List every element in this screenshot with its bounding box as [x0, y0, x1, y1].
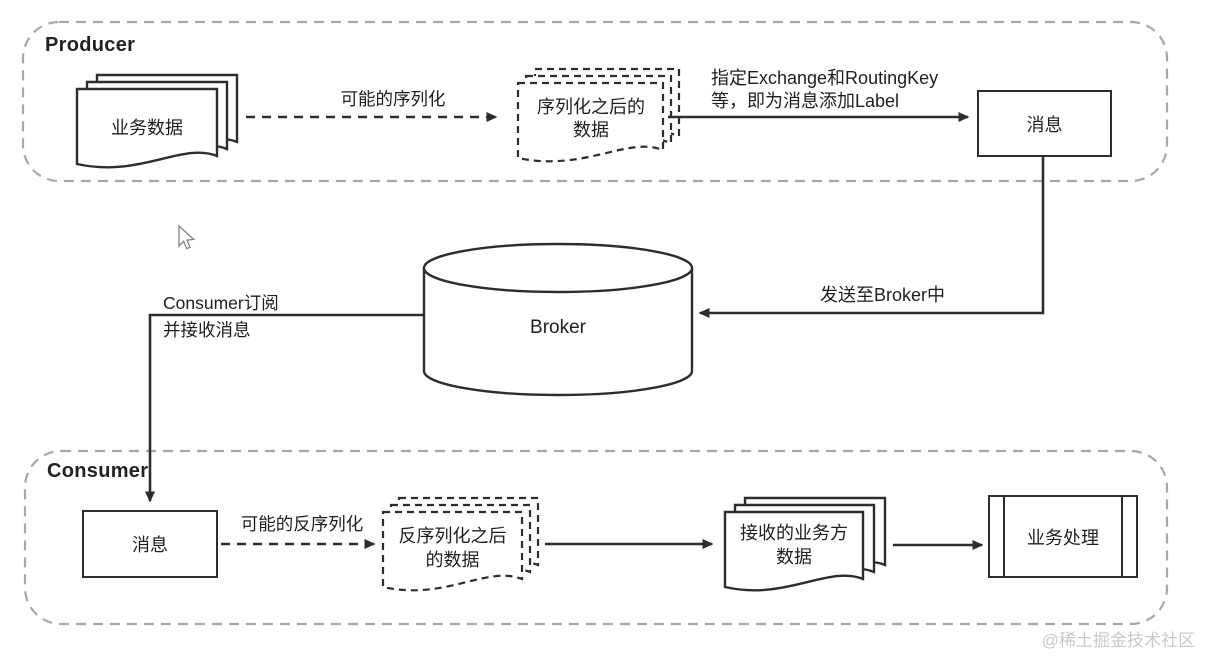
producer-container — [21, 20, 1169, 183]
business-data-label: 业务数据 — [111, 118, 183, 138]
cylinder-top — [422, 242, 694, 294]
business-process-box-label: 业务处理 — [1027, 527, 1099, 548]
deserialized-data-label: 反序列化之后 的数据 — [383, 524, 522, 572]
exchange-routingkey-label: 指定Exchange和RoutingKey 等，即为消息添加Label — [711, 67, 938, 113]
connector-message-to-broker-arrow — [698, 157, 1045, 318]
serialized-data-label: 序列化之后的 数据 — [518, 96, 664, 142]
serialized-data-label-line1: 序列化之后的 — [537, 97, 645, 117]
producer-message-box: 消息 — [977, 90, 1112, 157]
mouse-cursor-icon — [178, 224, 196, 250]
exchange-routingkey-label-line2: 等，即为消息添加Label — [711, 91, 900, 111]
deserialize-arrow-label: 可能的反序列化 — [240, 514, 364, 534]
serialize-arrow-label: 可能的序列化 — [340, 89, 446, 109]
producer-section-title: Producer — [45, 34, 136, 56]
consumer-subscribe-label: Consumer订阅 并接收消息 — [163, 290, 279, 344]
business-data-doc-stack — [75, 73, 239, 169]
cylinder-body — [422, 268, 694, 397]
send-to-broker-label: 发送至Broker中 — [819, 285, 945, 305]
deserialized-data-label-line2: 的数据 — [425, 550, 480, 570]
process-box-right-bar — [1120, 497, 1123, 576]
broker-label: Broker — [530, 317, 586, 338]
deserialized-data-label-line1: 反序列化之后 — [398, 526, 507, 546]
process-box-left-bar — [1003, 497, 1006, 576]
consumer-section-title: Consumer — [47, 460, 149, 482]
consumer-subscribe-label-line2: 并接收消息 — [163, 320, 251, 340]
deserialized-data-doc-stack — [381, 496, 540, 592]
serialized-data-doc-stack — [516, 67, 681, 163]
watermark-text: @稀土掘金技术社区 — [1041, 631, 1195, 650]
doc-sheet-front — [75, 87, 219, 169]
consumer-message-box-label: 消息 — [132, 535, 168, 555]
received-data-label-line1: 接收的业务方 — [740, 523, 848, 543]
connector-broker-to-consumer-arrow — [145, 313, 424, 503]
received-data-label: 接收的业务方 数据 — [725, 521, 863, 569]
doc-sheet-front — [381, 510, 524, 592]
broker-cylinder — [422, 242, 694, 397]
consumer-subscribe-label-line1: Consumer订阅 — [163, 293, 279, 313]
doc-sheet-front — [723, 510, 865, 592]
received-data-doc-stack — [723, 496, 887, 592]
doc-sheet-front — [516, 81, 665, 163]
consumer-message-box: 消息 — [82, 510, 218, 578]
exchange-routingkey-label-line1: 指定Exchange和RoutingKey — [711, 68, 939, 88]
consumer-container — [23, 449, 1169, 626]
serialized-data-label-line2: 数据 — [573, 120, 609, 140]
received-data-label-line2: 数据 — [776, 547, 812, 567]
producer-message-box-label: 消息 — [1026, 114, 1063, 135]
business-process-box: 业务处理 — [988, 495, 1138, 578]
